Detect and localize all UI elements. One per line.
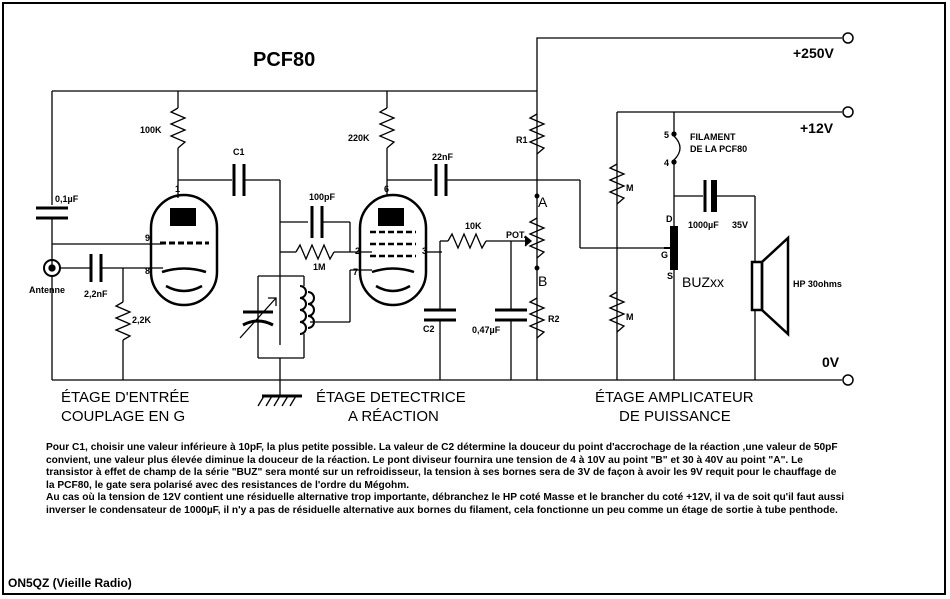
speaker xyxy=(750,235,790,337)
label-250v: +250V xyxy=(793,45,835,61)
label-antenna: Antenne xyxy=(29,285,65,295)
capacitor-22nf xyxy=(434,164,664,249)
ground-symbol xyxy=(257,394,302,407)
label-filament-2: DE LA PCF80 xyxy=(690,144,747,154)
label-speaker: HP 30ohms xyxy=(793,279,842,289)
stage-detector-line2: A RÉACTION xyxy=(348,408,439,425)
potentiometer xyxy=(520,217,546,259)
label-pin7: 7 xyxy=(353,267,358,277)
label-01uf: 0,1µF xyxy=(55,194,79,204)
stage-amp-line2: DE PUISSANCE xyxy=(619,408,731,425)
label-drain: D xyxy=(666,214,673,224)
antenna-connector xyxy=(43,259,90,277)
resistor-m-top xyxy=(608,163,626,205)
tube-1 xyxy=(149,193,219,307)
label-pin8: 8 xyxy=(145,266,150,276)
capacitor-1000uf xyxy=(703,180,755,212)
label-node-a: A xyxy=(538,194,548,210)
fet-buzxx xyxy=(664,226,678,380)
label-m-top: M xyxy=(626,183,634,193)
label-pot: POT. xyxy=(506,230,526,240)
label-r2: R2 xyxy=(548,314,560,324)
label-filament-1: FILAMENT xyxy=(690,132,736,142)
label-22nf-input: 2,2nF xyxy=(84,289,108,299)
label-pin9: 9 xyxy=(145,233,150,243)
rail-12v xyxy=(617,106,854,118)
resistor-10k xyxy=(440,232,520,250)
label-c1: C1 xyxy=(233,147,245,157)
stage-detector-line1: ÉTAGE DETECTRICE xyxy=(316,389,466,406)
note-paragraph-1: Pour C1, choisir une valeur inférieure à… xyxy=(46,442,838,491)
label-22k: 2,2K xyxy=(132,315,152,325)
label-1m: 1M xyxy=(313,262,326,272)
label-047uf: 0,47µF xyxy=(472,325,501,335)
notes: Pour C1, choisir une valeur inférieure à… xyxy=(46,442,846,518)
label-source: S xyxy=(667,271,673,281)
filament-link xyxy=(671,112,681,226)
label-c2: C2 xyxy=(423,324,435,334)
label-m-bottom: M xyxy=(626,312,634,322)
label-filament-pin5: 5 xyxy=(664,130,669,140)
label-1000uf: 1000µF xyxy=(688,220,719,230)
capacitor-c2 xyxy=(424,308,456,380)
label-12v: +12V xyxy=(800,120,834,136)
label-filament-pin4: 4 xyxy=(664,158,669,168)
label-100k: 100K xyxy=(140,125,162,135)
label-220k: 220K xyxy=(348,133,370,143)
resistor-100k xyxy=(169,91,187,198)
label-node-b: B xyxy=(538,273,547,289)
label-pin2: 2 xyxy=(355,246,360,256)
stage-amp-line1: ÉTAGE AMPLICATEUR xyxy=(595,389,754,406)
resistor-r1 xyxy=(528,113,546,155)
schematic-title: PCF80 xyxy=(253,49,315,71)
credit: ON5QZ (Vieille Radio) xyxy=(8,576,132,590)
label-22nf: 22nF xyxy=(432,152,454,162)
label-gate: G xyxy=(661,250,668,260)
label-100pf: 100pF xyxy=(309,192,336,202)
label-0v: 0V xyxy=(822,354,840,370)
resistor-1m xyxy=(280,243,372,261)
note-paragraph-2: Au cas où la tension de 12V contient une… xyxy=(46,492,845,516)
label-r1: R1 xyxy=(516,135,528,145)
label-pin3: 3 xyxy=(422,246,427,256)
resistor-220k xyxy=(378,91,396,196)
label-buzxx: BUZxx xyxy=(682,274,724,290)
rail-0v xyxy=(52,374,854,386)
capacitor-c1 xyxy=(232,164,280,196)
stage-input-line1: ÉTAGE D'ENTRÉE xyxy=(61,389,189,406)
coil xyxy=(299,269,372,358)
capacitor-047uf xyxy=(495,308,527,380)
resistor-m-bottom xyxy=(608,291,626,333)
resistor-22k xyxy=(114,268,132,380)
label-10k: 10K xyxy=(465,221,482,231)
stage-input-line2: COUPLAGE EN G xyxy=(61,408,185,425)
tube-2 xyxy=(358,193,428,307)
capacitor-22nf-input xyxy=(89,254,163,282)
rail-250v xyxy=(536,32,854,380)
label-35v: 35V xyxy=(732,220,748,230)
label-pin6: 6 xyxy=(384,184,389,194)
variable-capacitor xyxy=(239,275,304,359)
label-pin1: 1 xyxy=(175,184,180,194)
capacitor-100pf xyxy=(310,206,351,252)
resistor-r2 xyxy=(528,297,546,339)
